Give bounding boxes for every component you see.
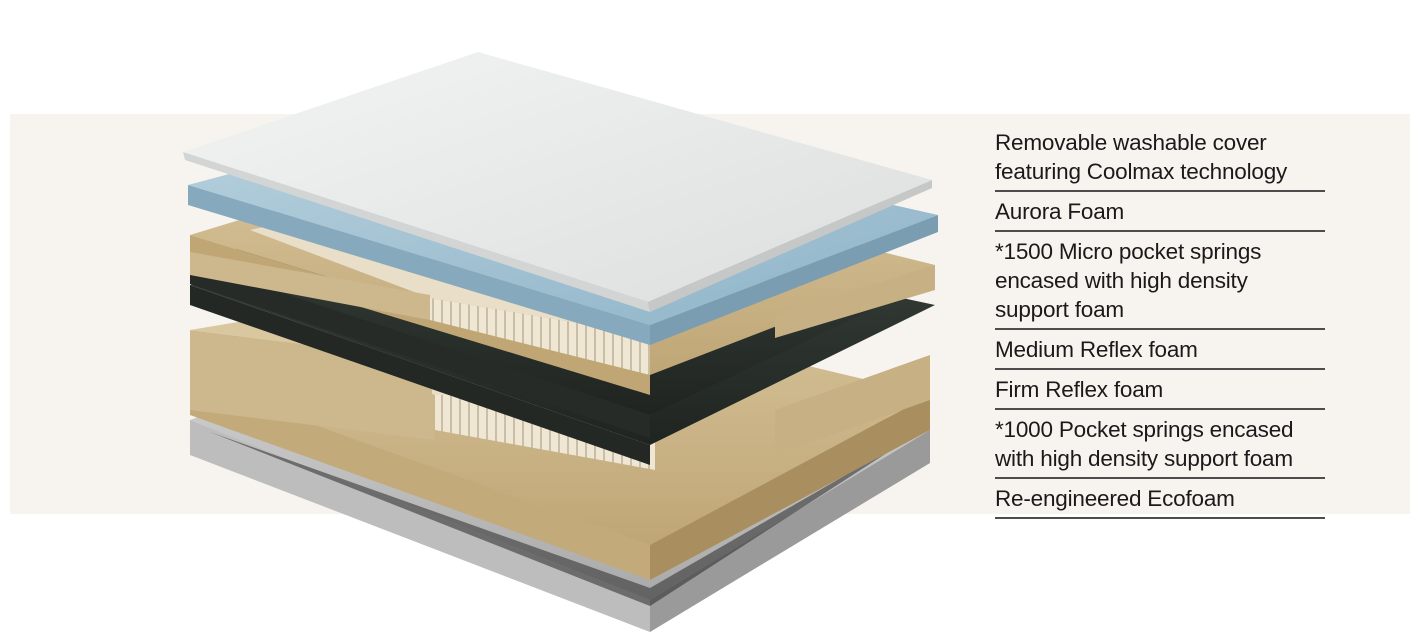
legend-item-ecofoam: Re-engineered Ecofoam xyxy=(995,484,1325,519)
legend-label: Re-engineered Ecofoam xyxy=(995,486,1235,511)
legend-item-aurora-foam: Aurora Foam xyxy=(995,197,1325,232)
legend-item-micro-pocket-springs: *1500 Micro pocket springs encased with … xyxy=(995,237,1325,330)
legend-item-pocket-springs: *1000 Pocket springs encased with high d… xyxy=(995,415,1325,479)
upper-foam-blocks xyxy=(190,252,935,338)
legend-item-firm-reflex-foam: Firm Reflex foam xyxy=(995,375,1325,410)
legend-label: *1000 Pocket springs encased with high d… xyxy=(995,417,1294,471)
legend-label: Aurora Foam xyxy=(995,199,1125,224)
legend-label: Firm Reflex foam xyxy=(995,377,1164,402)
legend-label: Removable washable cover featuring Coolm… xyxy=(995,130,1288,184)
layers-legend: Removable washable cover featuring Coolm… xyxy=(995,128,1325,524)
legend-label: Medium Reflex foam xyxy=(995,337,1198,362)
legend-item-cover: Removable washable cover featuring Coolm… xyxy=(995,128,1325,192)
washable-cover xyxy=(183,52,932,312)
mattress-layers-illustration xyxy=(183,52,938,632)
legend-label: *1500 Micro pocket springs encased with … xyxy=(995,239,1262,322)
legend-item-medium-reflex-foam: Medium Reflex foam xyxy=(995,335,1325,370)
